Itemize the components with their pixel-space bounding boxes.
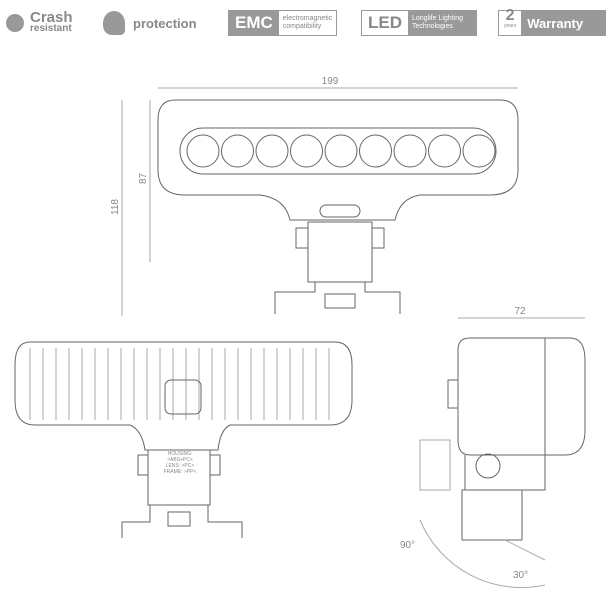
svg-text:HOUSING:: HOUSING: (168, 451, 193, 457)
side-view: 72 90° 30° (400, 306, 586, 589)
led (324, 134, 358, 168)
led (393, 134, 427, 168)
rear-view: HOUSING: >ABS+PC< LENS: >PC< FRAME: >PP< (14, 341, 353, 538)
svg-text:FRAME: >PP<: FRAME: >PP< (164, 469, 197, 475)
badge-crash-resistant: Crash resistant (6, 10, 73, 36)
swivel-angle-label: 30° (513, 570, 528, 581)
led (255, 134, 289, 168)
badge-warranty: 2 years Warranty (498, 8, 606, 36)
dimension-total-height-label: 118 (110, 199, 121, 215)
led (221, 134, 254, 168)
lamp-housing (157, 99, 519, 221)
crash-icon (6, 14, 24, 32)
dimension-width-label: 199 (322, 76, 339, 87)
dimension-depth-label: 72 (514, 306, 526, 317)
front-view: 199 87 118 (110, 76, 519, 316)
led (359, 134, 392, 168)
svg-text:>ABS+PC<: >ABS+PC< (167, 457, 193, 463)
feature-badges: Crash resistant protection EMC electroma… (0, 8, 610, 38)
badge-protection: protection (103, 10, 197, 36)
led-array (186, 134, 496, 168)
led (186, 134, 220, 168)
material-label: HOUSING: >ABS+PC< LENS: >PC< FRAME: >PP< (164, 451, 197, 475)
head-profile-icon (103, 11, 125, 35)
tilt-angle-label: 90° (400, 540, 415, 551)
led (290, 134, 323, 168)
dimension-lamp-height-label: 87 (138, 172, 149, 184)
led (428, 134, 461, 168)
svg-text:LENS: >PC<: LENS: >PC< (166, 463, 195, 469)
led (462, 134, 496, 168)
